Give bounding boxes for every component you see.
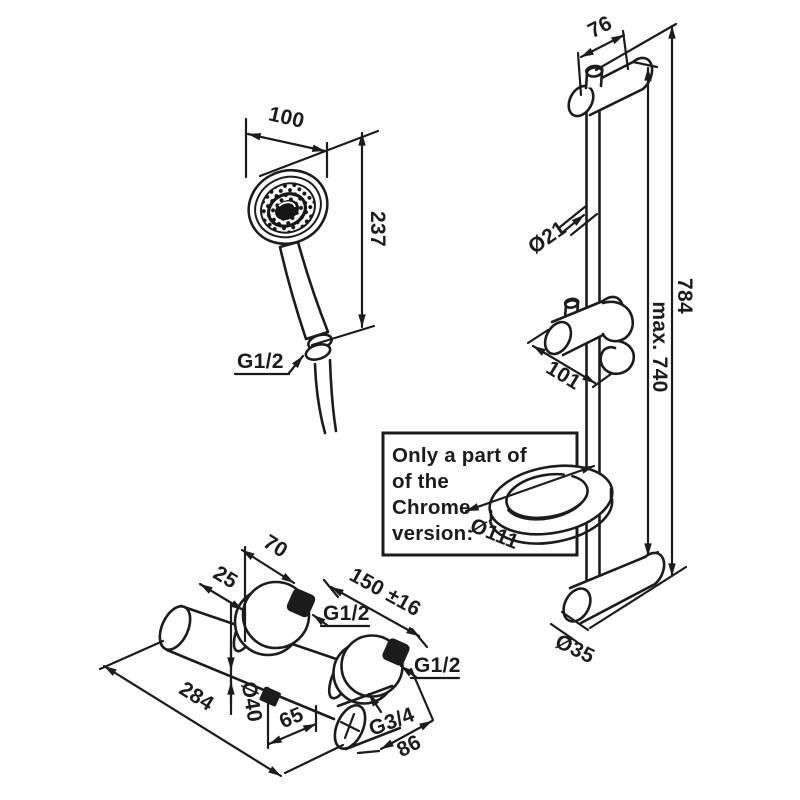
leader-line: [367, 692, 383, 714]
dimension-line: [198, 582, 245, 612]
note-line-1: Only a part of: [392, 444, 527, 467]
handshower-thread-label: G1/2: [237, 350, 284, 373]
dim-label-max-length: max. 740: [648, 301, 671, 392]
extension-line: [560, 610, 590, 632]
dim-label-mixer-offset: 25: [209, 561, 241, 593]
extension-line: [591, 372, 613, 389]
extension-line: [409, 667, 435, 722]
extension-line: [356, 749, 381, 755]
wall-bar: 76 784 max. 740 Ø21 101: [524, 12, 696, 630]
extension-line: [283, 743, 345, 775]
dim-label-slider-length: 101: [542, 356, 585, 394]
dim-label-head-height: 237: [366, 211, 389, 247]
extension-line: [569, 212, 599, 237]
dimension-line: [379, 719, 434, 751]
leader-line: [311, 613, 329, 627]
extension-line: [98, 639, 165, 671]
dim-label-mixer-width: 284: [175, 677, 218, 716]
dim-label-bracket-width: 76: [584, 12, 616, 43]
extension-line: [410, 627, 429, 649]
dim-label-bottom-bracket-diameter: Ø35: [552, 630, 599, 668]
leader-line: [287, 354, 305, 375]
dimension-line: [579, 33, 626, 59]
extension-line: [258, 129, 380, 178]
mixer-thread-top-label: G1/2: [323, 602, 370, 625]
mixer-right-connection-nut: [382, 638, 410, 666]
dimension-line: [240, 548, 296, 585]
extension-line: [631, 60, 659, 69]
dimension-line: [267, 722, 318, 746]
leader-line: [561, 213, 586, 234]
extension-line: [621, 29, 630, 71]
note-line-4: version:: [392, 522, 473, 545]
shower-handle: [278, 240, 330, 341]
mixer-outlet: [333, 684, 402, 751]
soap-dish: Ø111: [464, 464, 614, 554]
extension-line: [588, 565, 688, 630]
note-line-3: Chrome: [392, 496, 471, 519]
dimension-line: [329, 585, 421, 638]
hose-connector: [304, 343, 332, 361]
extension-line: [549, 622, 579, 644]
mixer: 25 70 150 ±16 G1/2 G1/2 284 Ø40 65 G3/: [98, 530, 461, 778]
top-wall-bracket: [567, 56, 654, 118]
hand-shower: 100 237 G1/2: [233, 102, 389, 435]
extension-line: [526, 328, 550, 345]
dim-label-head-width: 100: [266, 102, 306, 132]
extension-line: [310, 324, 376, 347]
dim-label-mixer-depth: 86: [393, 731, 425, 762]
extension-line: [576, 51, 583, 97]
mixer-body-end-cap: [158, 605, 192, 651]
dimension-line: [246, 132, 327, 153]
shower-head: [247, 168, 329, 246]
dim-label-total-length: 784: [673, 278, 696, 314]
dimension-line: [464, 464, 596, 513]
dim-label-mixer-hub-width: 70: [259, 530, 292, 562]
note-line-2: of the: [392, 470, 449, 493]
extension-line: [594, 22, 678, 72]
dim-label-body-diameter: Ø40: [237, 680, 267, 724]
shower-hose: [313, 358, 338, 435]
mixer-top-connection-nut: [286, 588, 316, 618]
mixer-thread-right-label: G1/2: [414, 654, 461, 677]
slider-holder: [543, 295, 636, 375]
dimension-line: [531, 344, 597, 385]
bottom-wall-bracket: Ø35: [549, 551, 666, 668]
dimension-line: [102, 664, 283, 778]
